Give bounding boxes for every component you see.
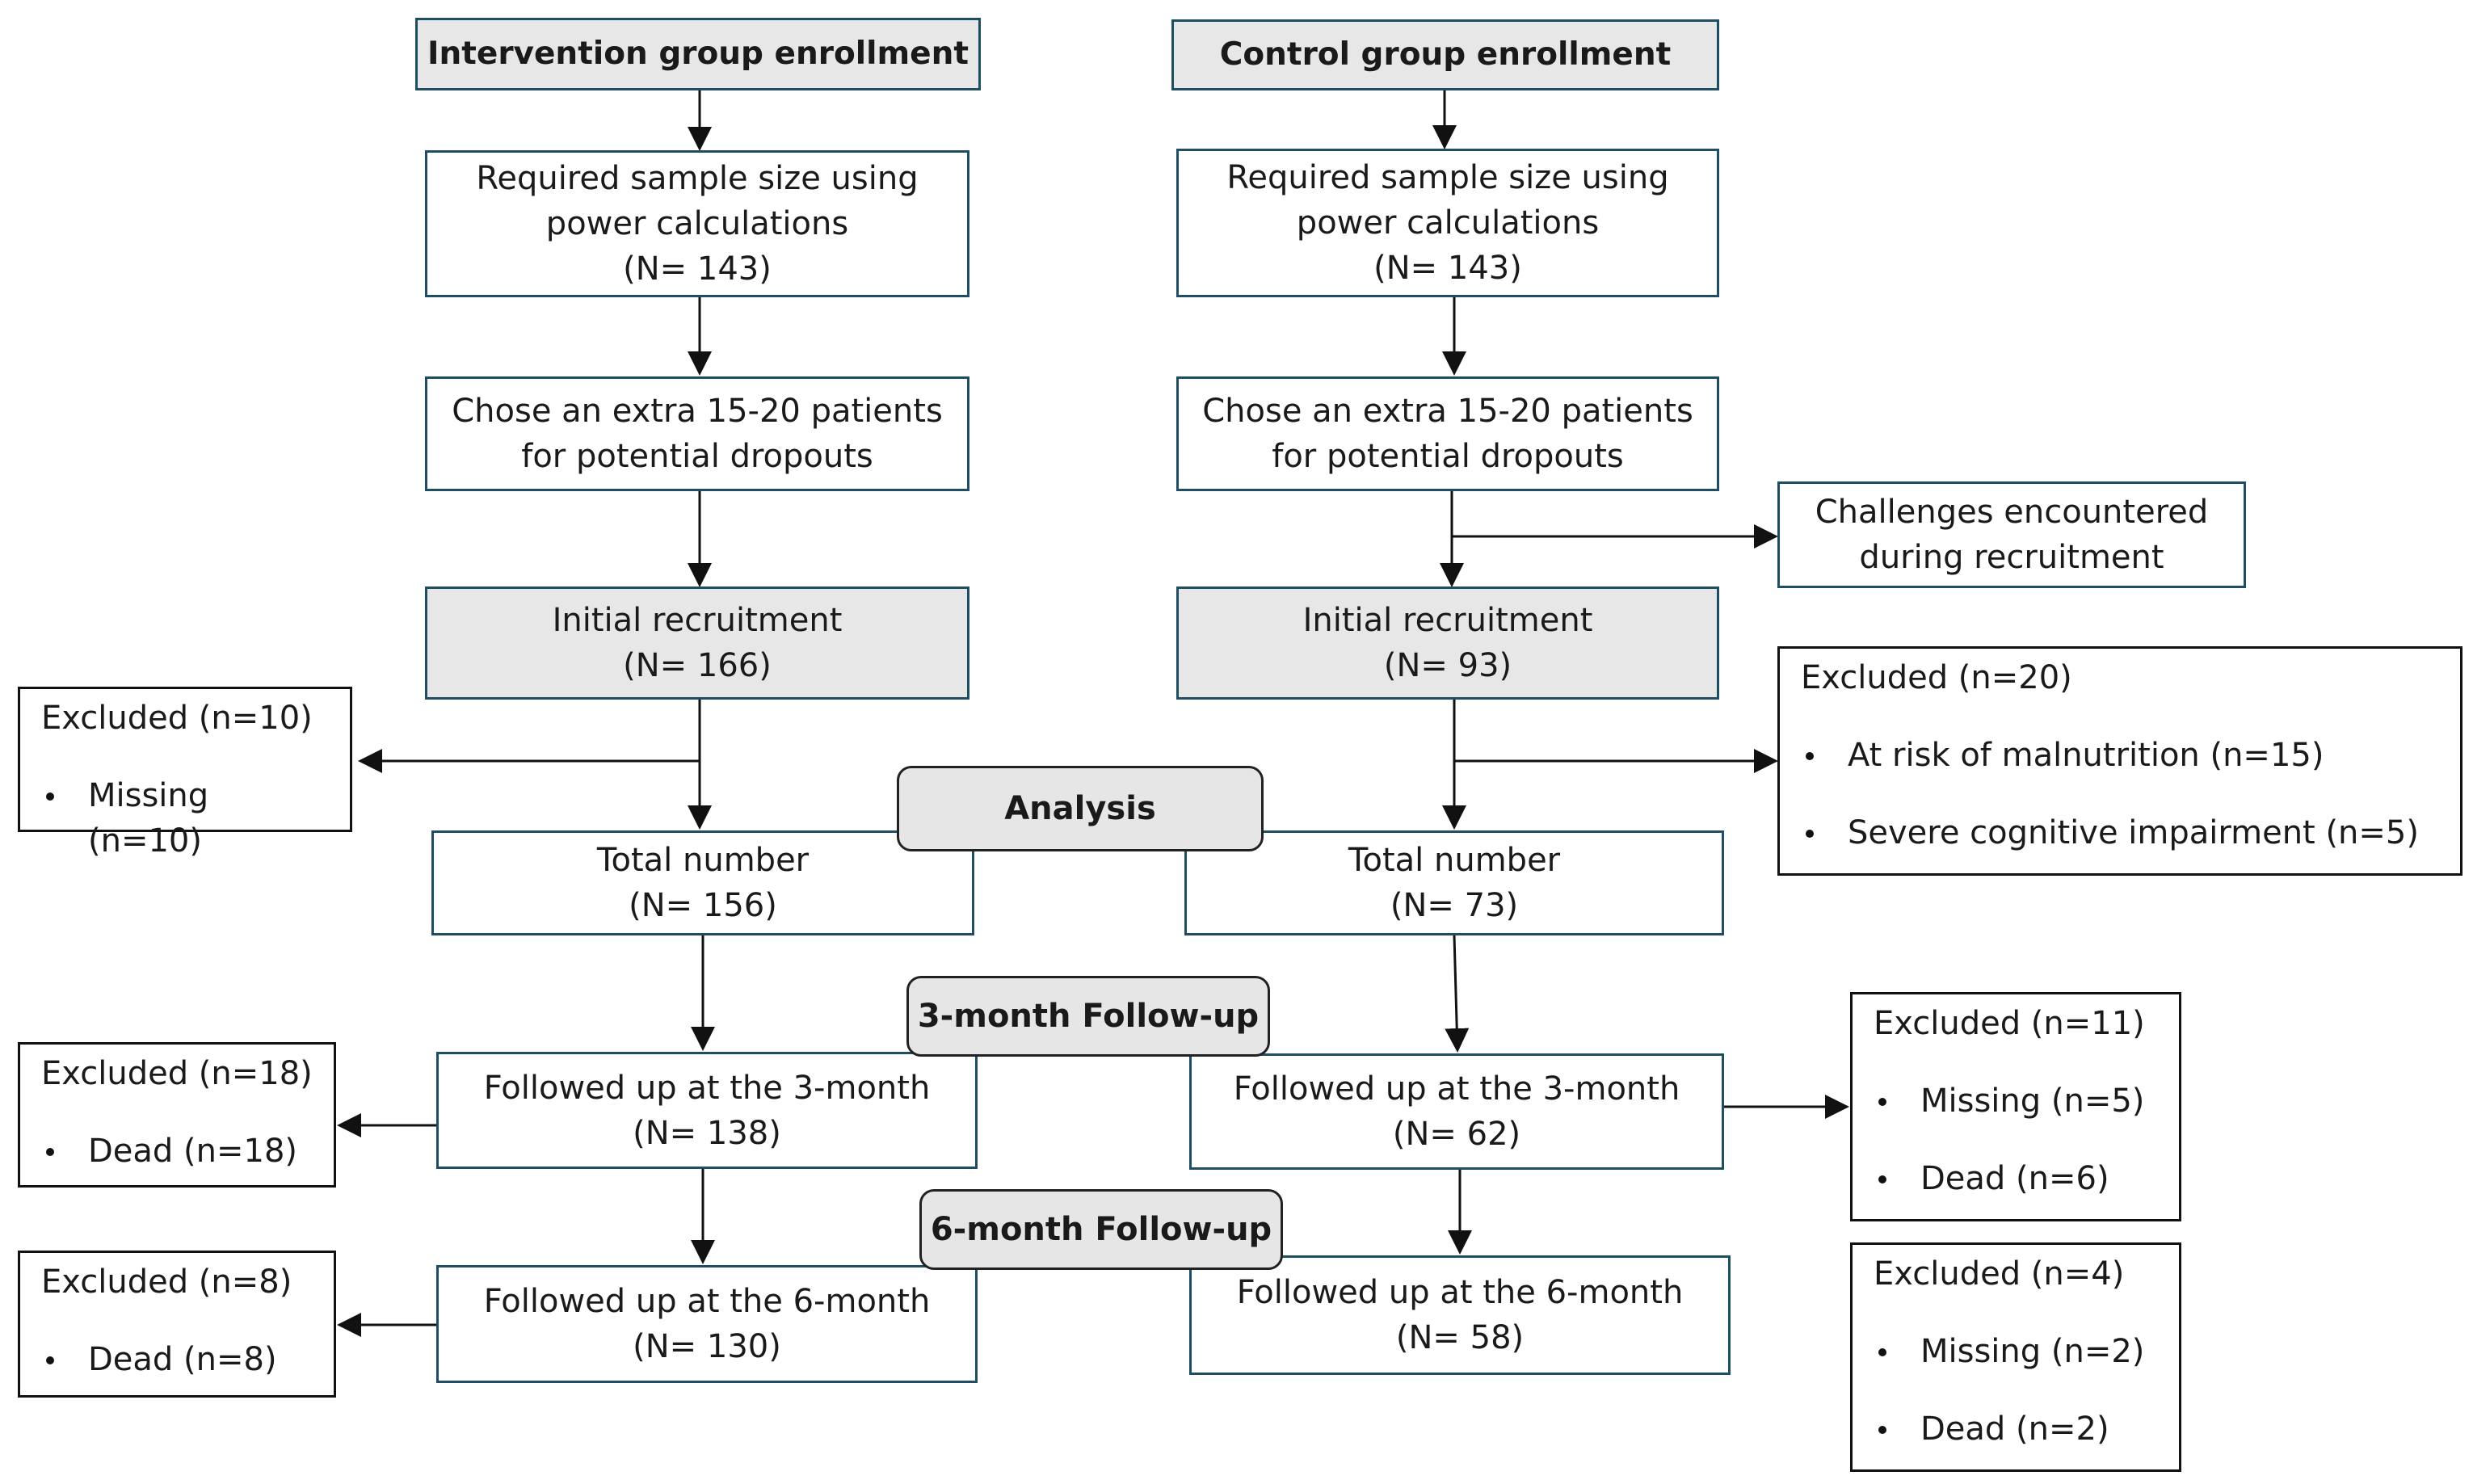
control-extra-patients-box: Chose an extra 15-20 patients for potent… — [1176, 376, 1719, 491]
intervention-fu6-label: Followed up at the 6-month — [483, 1283, 931, 1320]
intervention-excluded-fu3-title: Excluded (n=18) — [41, 1055, 313, 1092]
list-item: Dead (n=18) — [41, 1129, 313, 1174]
bullet-icon — [1878, 1426, 1886, 1434]
control-enrollment-box: Control group enrollment — [1171, 19, 1719, 90]
intervention-excluded-fu6-box: Excluded (n=8) Dead (n=8) — [18, 1251, 336, 1398]
intervention-sample-n: (N= 143) — [623, 250, 772, 288]
list-item: Missing (n=2) — [1874, 1329, 2158, 1374]
intervention-fu3-n: (N= 138) — [633, 1114, 781, 1152]
control-challenges-box: Challenges encountered during recruitmen… — [1777, 481, 2246, 588]
bullet-icon — [46, 1356, 54, 1364]
list-item: Dead (n=8) — [41, 1337, 313, 1382]
control-excluded-fu6-box: Excluded (n=4) Missing (n=2) Dead (n=2) — [1850, 1242, 2181, 1472]
intervention-initial-label: Initial recruitment — [552, 602, 843, 639]
intervention-initial-n: (N= 166) — [623, 647, 772, 684]
list-item: Dead (n=6) — [1874, 1156, 2158, 1201]
intervention-extra-line1: Chose an extra 15-20 patients — [452, 393, 943, 430]
intervention-extra-patients-box: Chose an extra 15-20 patients for potent… — [425, 376, 969, 491]
bullet-icon — [1878, 1098, 1886, 1106]
control-sample-size-box: Required sample size using power calcula… — [1176, 149, 1719, 297]
intervention-fu6-n: (N= 130) — [633, 1328, 781, 1365]
control-initial-n: (N= 93) — [1383, 647, 1512, 684]
intervention-excluded-fu3-box: Excluded (n=18) Dead (n=18) — [18, 1042, 336, 1188]
intervention-total-n: (N= 156) — [629, 887, 777, 924]
control-fu6-n: (N= 58) — [1395, 1319, 1525, 1356]
intervention-enrollment-label: Intervention group enrollment — [427, 36, 969, 72]
control-followup6-box: Followed up at the 6-month (N= 58) — [1189, 1255, 1731, 1375]
list-item: Dead (n=2) — [1874, 1406, 2158, 1452]
intervention-fu3-label: Followed up at the 3-month — [483, 1069, 931, 1107]
bullet-icon — [46, 1148, 54, 1156]
intervention-enrollment-box: Intervention group enrollment — [415, 18, 981, 90]
control-excluded-initial-title: Excluded (n=20) — [1801, 659, 2072, 696]
control-enrollment-label: Control group enrollment — [1219, 36, 1672, 73]
control-challenges-line2: during recruitment — [1859, 539, 2164, 576]
intervention-excluded-initial-title: Excluded (n=10) — [41, 700, 313, 737]
control-excluded-fu3-box: Excluded (n=11) Missing (n=5) Dead (n=6) — [1850, 992, 2181, 1221]
control-excluded-fu3-title: Excluded (n=11) — [1874, 1005, 2145, 1042]
followup3-stage-text: 3-month Follow-up — [917, 998, 1260, 1035]
control-excluded-fu6-title: Excluded (n=4) — [1874, 1255, 2125, 1293]
intervention-sample-size-box: Required sample size using power calcula… — [425, 150, 969, 297]
bullet-icon — [1878, 1175, 1886, 1183]
followup3-stage-label: 3-month Follow-up — [906, 976, 1270, 1057]
control-followup3-box: Followed up at the 3-month (N= 62) — [1189, 1053, 1724, 1170]
analysis-stage-label: Analysis — [897, 766, 1264, 851]
intervention-total-number-box: Total number (N= 156) — [431, 830, 974, 935]
bullet-icon — [46, 792, 54, 801]
intervention-sample-line2: power calculations — [545, 205, 849, 242]
intervention-excluded-initial-box: Excluded (n=10) Missing (n=10) — [18, 687, 352, 860]
intervention-extra-line2: for potential dropouts — [521, 438, 873, 475]
intervention-excluded-fu6-title: Excluded (n=8) — [41, 1263, 292, 1301]
analysis-stage-text: Analysis — [1004, 790, 1156, 827]
list-item: Severe cognitive impairment (n=5) — [1801, 810, 2439, 856]
control-fu6-label: Followed up at the 6-month — [1236, 1274, 1684, 1311]
followup6-stage-label: 6-month Follow-up — [919, 1189, 1283, 1270]
control-total-label: Total number — [1348, 842, 1561, 879]
list-item: Missing (n=5) — [1874, 1078, 2158, 1124]
intervention-sample-line1: Required sample size using — [476, 160, 919, 197]
control-challenges-line1: Challenges encountered — [1815, 494, 2209, 531]
control-initial-label: Initial recruitment — [1302, 602, 1593, 639]
control-total-number-box: Total number (N= 73) — [1184, 830, 1724, 935]
control-sample-line1: Required sample size using — [1226, 159, 1669, 196]
list-item: Missing (n=10) — [41, 773, 329, 864]
control-total-n: (N= 73) — [1390, 887, 1519, 924]
arrow-ctrl-total-to-fu3 — [1445, 935, 1470, 1053]
control-sample-line2: power calculations — [1296, 204, 1600, 242]
control-initial-recruitment-box: Initial recruitment (N= 93) — [1176, 586, 1719, 700]
control-sample-n: (N= 143) — [1373, 250, 1522, 287]
control-excluded-initial-box: Excluded (n=20) At risk of malnutrition … — [1777, 646, 2462, 876]
intervention-initial-recruitment-box: Initial recruitment (N= 166) — [425, 586, 969, 700]
bullet-icon — [1806, 752, 1814, 760]
followup6-stage-text: 6-month Follow-up — [930, 1211, 1272, 1248]
bullet-icon — [1806, 830, 1814, 838]
control-extra-line2: for potential dropouts — [1272, 438, 1624, 475]
control-fu3-n: (N= 62) — [1392, 1116, 1521, 1153]
intervention-followup6-box: Followed up at the 6-month (N= 130) — [436, 1265, 978, 1383]
control-fu3-label: Followed up at the 3-month — [1233, 1070, 1680, 1108]
intervention-total-label: Total number — [596, 842, 810, 879]
bullet-icon — [1878, 1348, 1886, 1356]
control-extra-line1: Chose an extra 15-20 patients — [1202, 393, 1693, 430]
list-item: At risk of malnutrition (n=15) — [1801, 733, 2439, 778]
intervention-followup3-box: Followed up at the 3-month (N= 138) — [436, 1052, 978, 1169]
